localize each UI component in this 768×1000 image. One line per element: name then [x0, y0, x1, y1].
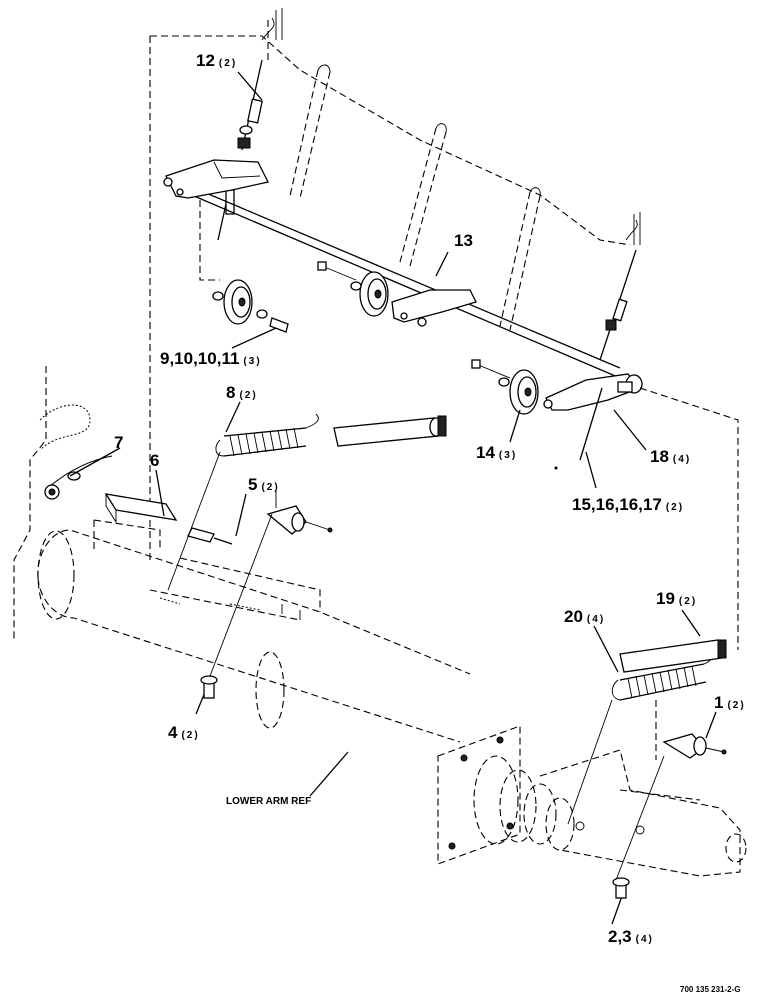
spring-lower [611, 639, 727, 701]
roller-middle [317, 261, 427, 327]
callout-labels: 12(2) 13 9,10,10,11(3) 8(2) 7 6 5(2) 14(… [114, 51, 746, 994]
stray-dot [554, 466, 558, 470]
upper-chain-linkage [149, 8, 641, 560]
right-rod [579, 249, 739, 760]
callout-7: 7 [114, 433, 123, 452]
callout-1: 1(2) [714, 693, 746, 712]
callout-4: 4(2) [168, 723, 200, 742]
main-shaft-assembly [163, 159, 643, 411]
lower-mount-plate [437, 725, 521, 865]
callout-19: 19(2) [656, 589, 697, 608]
callout-13: 13 [454, 231, 473, 250]
spring-upper [215, 413, 447, 457]
callout-8: 8(2) [226, 383, 258, 402]
mounting-plate [93, 493, 233, 550]
leader-lines [69, 71, 717, 925]
roller-left [199, 200, 289, 333]
guide-loops [289, 64, 541, 331]
lower-arm-tube [37, 529, 471, 743]
callout-15-16-16-17: 15,16,16,17(2) [572, 495, 684, 514]
callout-20: 20(4) [564, 607, 605, 626]
callout-12: 12(2) [196, 51, 237, 70]
drawing-number: 700 135 231-2-G [680, 985, 741, 994]
lower-arm-hub [473, 749, 747, 877]
callout-18: 18(4) [650, 447, 691, 466]
roller-right [471, 359, 539, 415]
lower-arm-ref-label: LOWER ARM REF [226, 796, 311, 807]
callout-6: 6 [150, 451, 159, 470]
left-frame [13, 366, 113, 640]
callout-9-10-10-11: 9,10,10,11(3) [160, 349, 262, 368]
left-upper-rod [217, 59, 263, 241]
callout-2-3: 2,3(4) [608, 927, 654, 946]
callout-5: 5(2) [248, 475, 280, 494]
latch-lower [662, 733, 727, 759]
callout-14: 14(3) [476, 443, 517, 462]
latch [266, 490, 333, 535]
